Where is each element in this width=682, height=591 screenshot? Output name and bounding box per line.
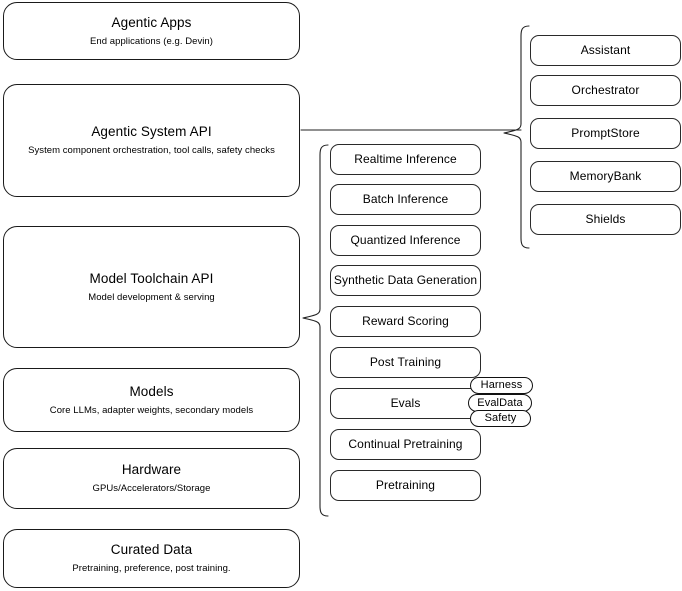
toolchain-item-label: Continual Pretraining <box>348 437 463 451</box>
evals-tag-harness[interactable]: Harness <box>470 377 533 394</box>
bracket-system-components <box>503 25 530 249</box>
toolchain-item-label: Evals <box>390 396 421 410</box>
layer-title: Agentic System API <box>91 124 212 140</box>
toolchain-item-label: Reward Scoring <box>362 314 449 328</box>
toolchain-item-label: Batch Inference <box>362 192 449 206</box>
system-item-promptstore[interactable]: PromptStore <box>530 118 681 149</box>
evals-tag-label: EvalData <box>477 396 523 409</box>
layer-title: Curated Data <box>110 542 193 558</box>
layer-subtitle: GPUs/Accelerators/Storage <box>92 483 211 494</box>
layer-subtitle: Pretraining, preference, post training. <box>72 563 231 574</box>
bracket-toolchain-components <box>302 144 329 517</box>
layer-title: Hardware <box>121 462 182 478</box>
toolchain-item-realtime-inference[interactable]: Realtime Inference <box>330 144 481 175</box>
evals-tag-label: Harness <box>480 379 523 391</box>
layer-model-toolchain-api[interactable]: Model Toolchain API Model development & … <box>3 226 300 348</box>
evals-tag-safety[interactable]: Safety <box>470 410 531 427</box>
layer-hardware[interactable]: Hardware GPUs/Accelerators/Storage <box>3 448 300 509</box>
system-item-shields[interactable]: Shields <box>530 204 681 235</box>
system-item-label: PromptStore <box>571 126 640 140</box>
toolchain-item-pretraining[interactable]: Pretraining <box>330 470 481 501</box>
system-item-label: Assistant <box>580 43 631 57</box>
system-item-memorybank[interactable]: MemoryBank <box>530 161 681 192</box>
toolchain-item-label: Synthetic Data Generation <box>333 273 478 287</box>
system-item-label: MemoryBank <box>569 169 642 183</box>
toolchain-item-label: Realtime Inference <box>354 152 457 166</box>
system-item-orchestrator[interactable]: Orchestrator <box>530 75 681 106</box>
system-item-label: Shields <box>585 212 626 226</box>
toolchain-item-label: Post Training <box>369 355 442 369</box>
layer-subtitle: Core LLMs, adapter weights, secondary mo… <box>49 404 254 416</box>
toolchain-item-reward-scoring[interactable]: Reward Scoring <box>330 306 481 337</box>
layer-title: Model Toolchain API <box>89 270 214 286</box>
layer-subtitle: Model development & serving <box>88 291 215 303</box>
system-item-label: Orchestrator <box>571 83 640 97</box>
layer-agentic-apps[interactable]: Agentic Apps End applications (e.g. Devi… <box>3 2 300 60</box>
layer-agentic-system-api[interactable]: Agentic System API System component orch… <box>3 84 300 197</box>
toolchain-item-evals[interactable]: Evals <box>330 388 481 419</box>
toolchain-item-synthetic-data-generation[interactable]: Synthetic Data Generation <box>330 265 481 296</box>
layer-subtitle: End applications (e.g. Devin) <box>90 35 213 47</box>
toolchain-item-batch-inference[interactable]: Batch Inference <box>330 184 481 215</box>
layer-models[interactable]: Models Core LLMs, adapter weights, secon… <box>3 368 300 432</box>
toolchain-item-continual-pretraining[interactable]: Continual Pretraining <box>330 429 481 460</box>
layer-subtitle: System component orchestration, tool cal… <box>28 145 275 156</box>
toolchain-item-post-training[interactable]: Post Training <box>330 347 481 378</box>
layer-curated-data[interactable]: Curated Data Pretraining, preference, po… <box>3 529 300 588</box>
evals-tag-label: Safety <box>484 412 517 424</box>
layer-title: Agentic Apps <box>111 14 192 30</box>
toolchain-item-quantized-inference[interactable]: Quantized Inference <box>330 225 481 256</box>
toolchain-item-label: Quantized Inference <box>350 233 461 247</box>
system-item-assistant[interactable]: Assistant <box>530 35 681 66</box>
toolchain-item-label: Pretraining <box>375 478 436 492</box>
layer-title: Models <box>129 383 174 399</box>
